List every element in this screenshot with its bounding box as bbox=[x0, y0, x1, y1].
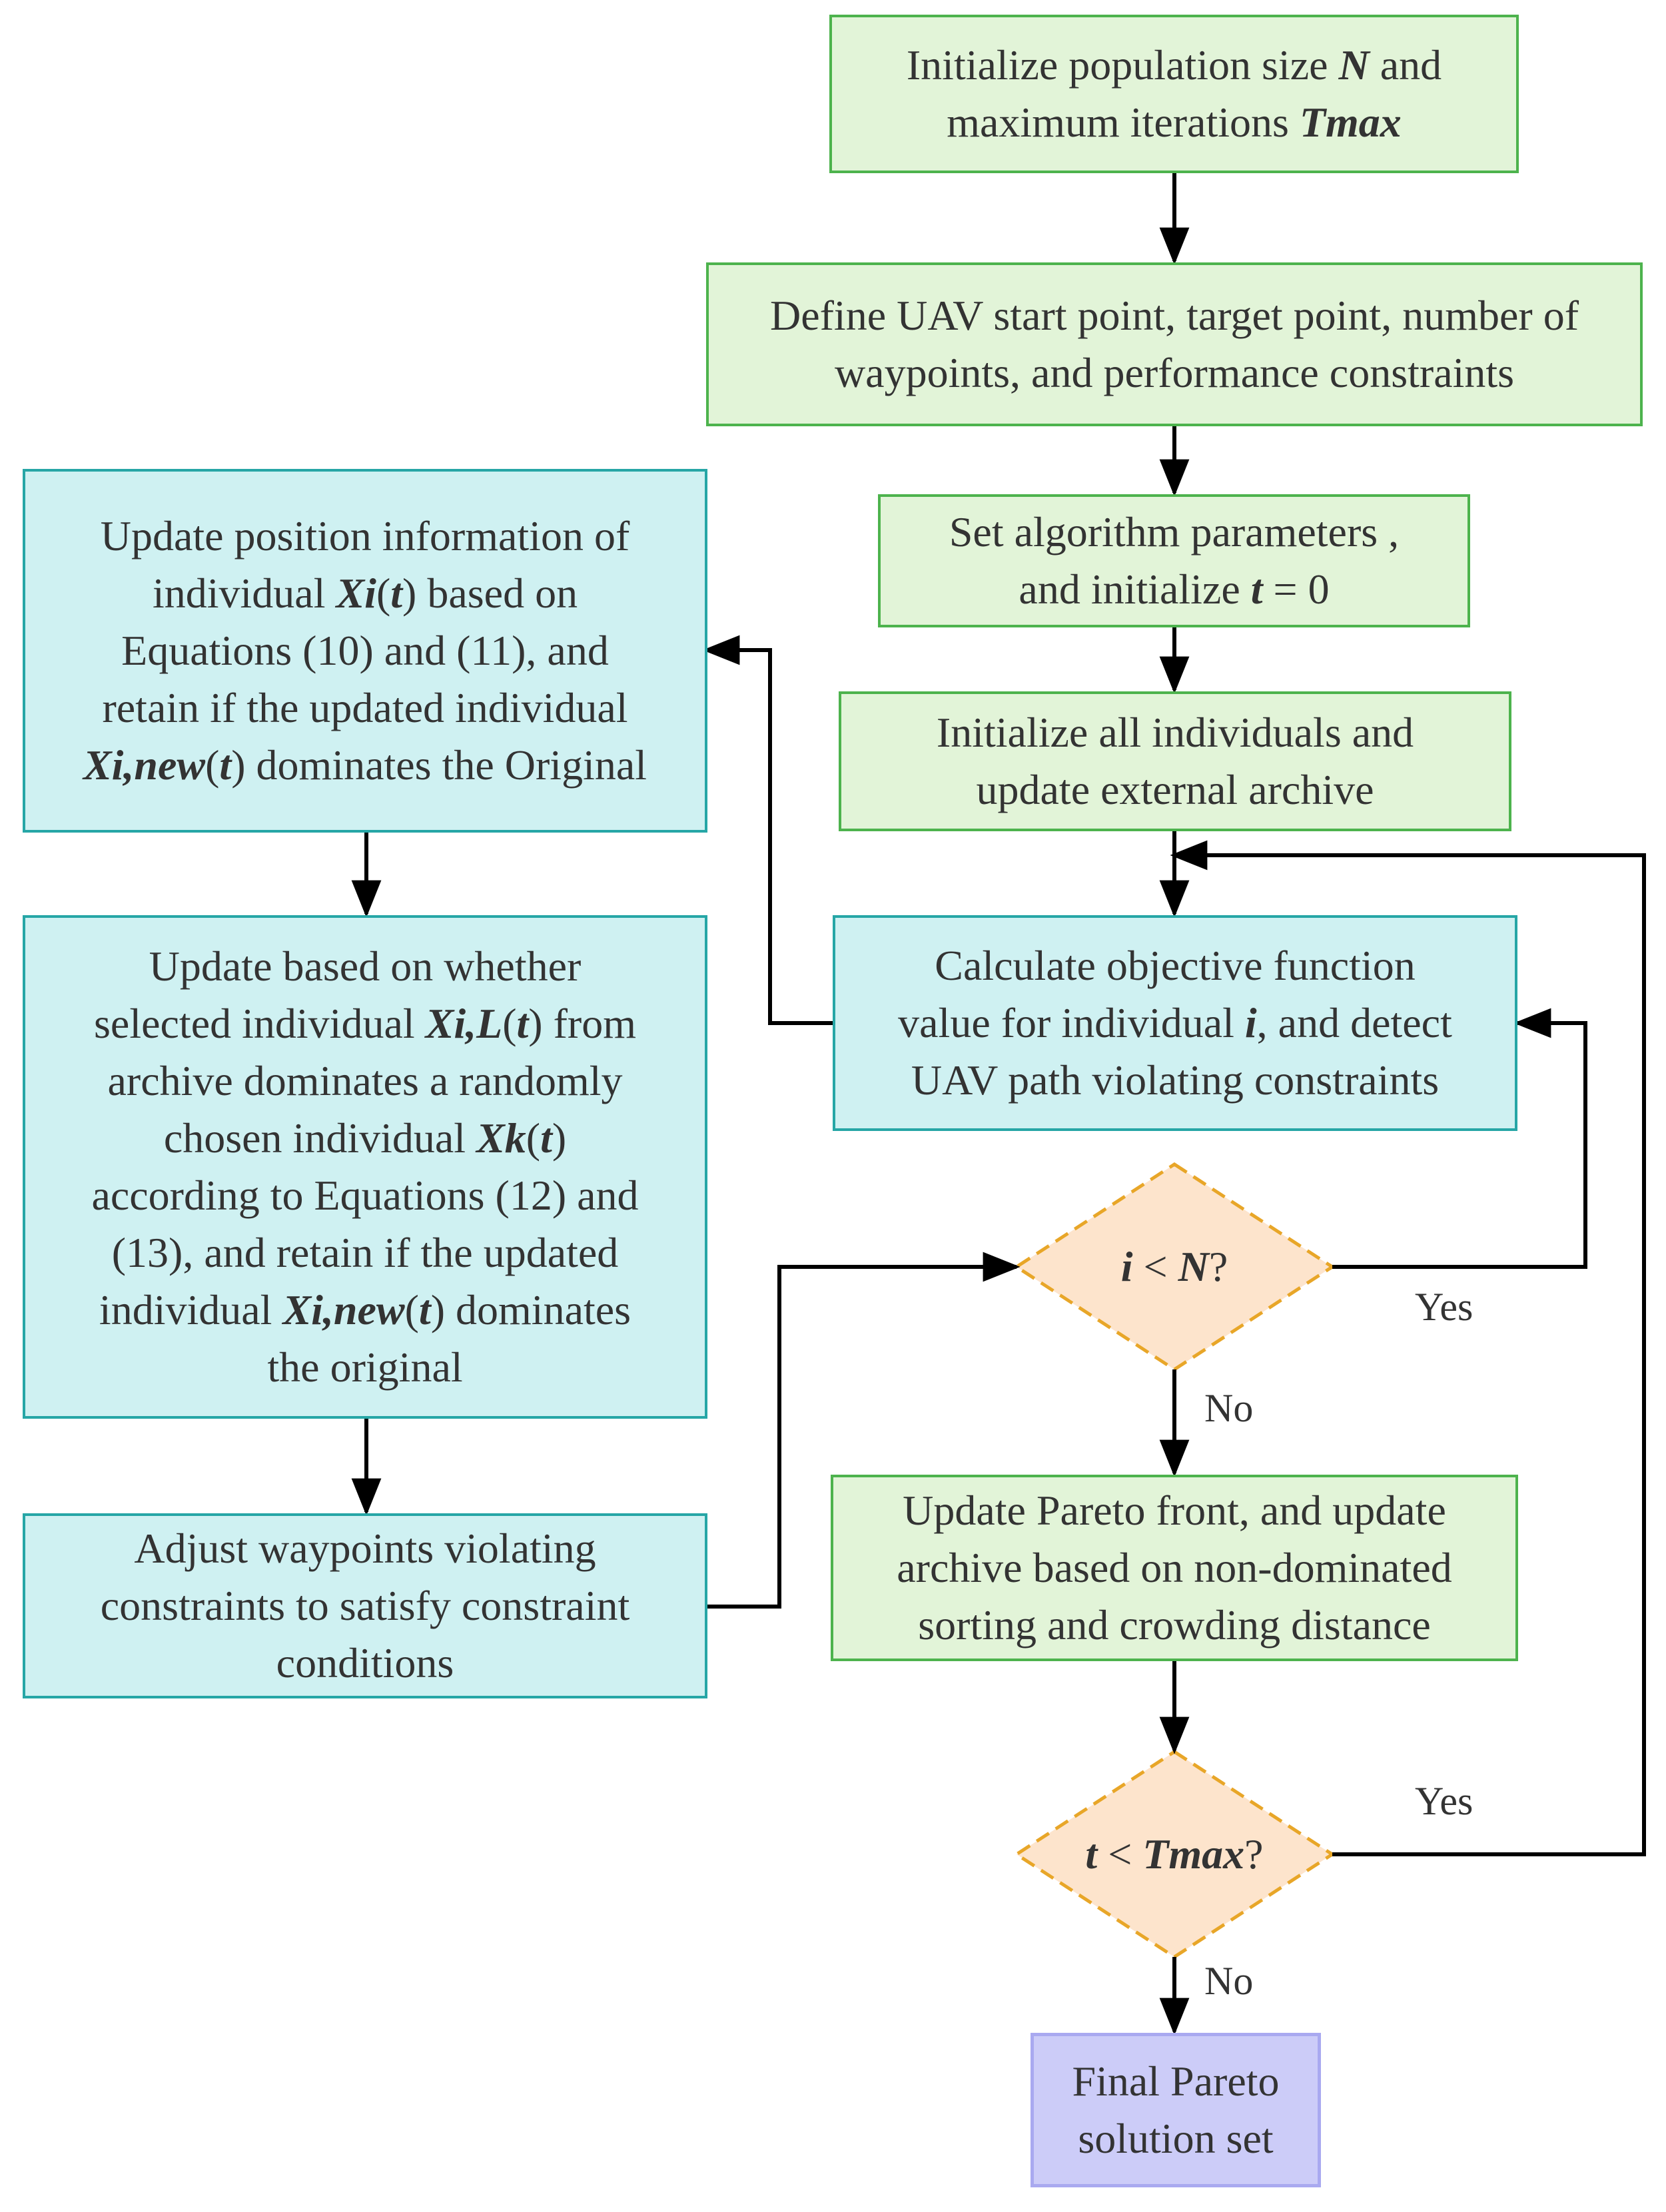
define-uav-node: Define UAV start point, target point, nu… bbox=[706, 262, 1643, 426]
decision-t-text: t < Tmax? bbox=[1085, 1830, 1264, 1878]
edge-decision-i-yes bbox=[1332, 1008, 1587, 1269]
decision-t-yes-label: Yes bbox=[1415, 1779, 1473, 1823]
decision-i-text: i < N? bbox=[1120, 1243, 1228, 1290]
edge-decision-t-yes bbox=[1170, 840, 1646, 1856]
decision-t-label: t < Tmax? bbox=[1039, 1820, 1310, 1889]
edge-calc-to-update-position bbox=[702, 635, 833, 1025]
math-symbol: i bbox=[1120, 1243, 1133, 1290]
math-symbol: t bbox=[390, 569, 403, 617]
math-symbol: N bbox=[1178, 1243, 1209, 1290]
math-symbol: t bbox=[219, 741, 232, 789]
define-uav-text: Define UAV start point, target point, nu… bbox=[769, 292, 1579, 396]
math-symbol: t bbox=[1085, 1830, 1098, 1878]
decision-i-label: i < N? bbox=[1066, 1232, 1283, 1301]
math-symbol: Xi,new bbox=[282, 1286, 405, 1333]
set-params-node: Set algorithm parameters ,and initialize… bbox=[878, 494, 1470, 627]
decision-i-yes-label: Yes bbox=[1415, 1285, 1473, 1329]
math-symbol: Tmax bbox=[1299, 99, 1402, 146]
math-symbol: t bbox=[1250, 565, 1263, 613]
math-symbol: Xi bbox=[336, 569, 376, 617]
math-symbol: t bbox=[516, 1000, 529, 1047]
math-symbol: N bbox=[1338, 41, 1370, 89]
set-params-text: Set algorithm parameters ,and initialize… bbox=[949, 508, 1400, 613]
math-symbol: Xi,L bbox=[425, 1000, 503, 1047]
edge-adjust-to-decision-i bbox=[707, 1252, 1021, 1609]
math-symbol: t bbox=[540, 1114, 552, 1162]
decision-t-no-label: No bbox=[1204, 1959, 1254, 2003]
decision-i-no-label: No bbox=[1204, 1386, 1254, 1430]
math-symbol: t bbox=[418, 1286, 431, 1333]
math-symbol: Xi,new bbox=[83, 741, 206, 789]
math-symbol: Tmax bbox=[1142, 1830, 1245, 1878]
math-symbol: i bbox=[1244, 999, 1257, 1046]
math-symbol: Xk bbox=[476, 1114, 526, 1162]
